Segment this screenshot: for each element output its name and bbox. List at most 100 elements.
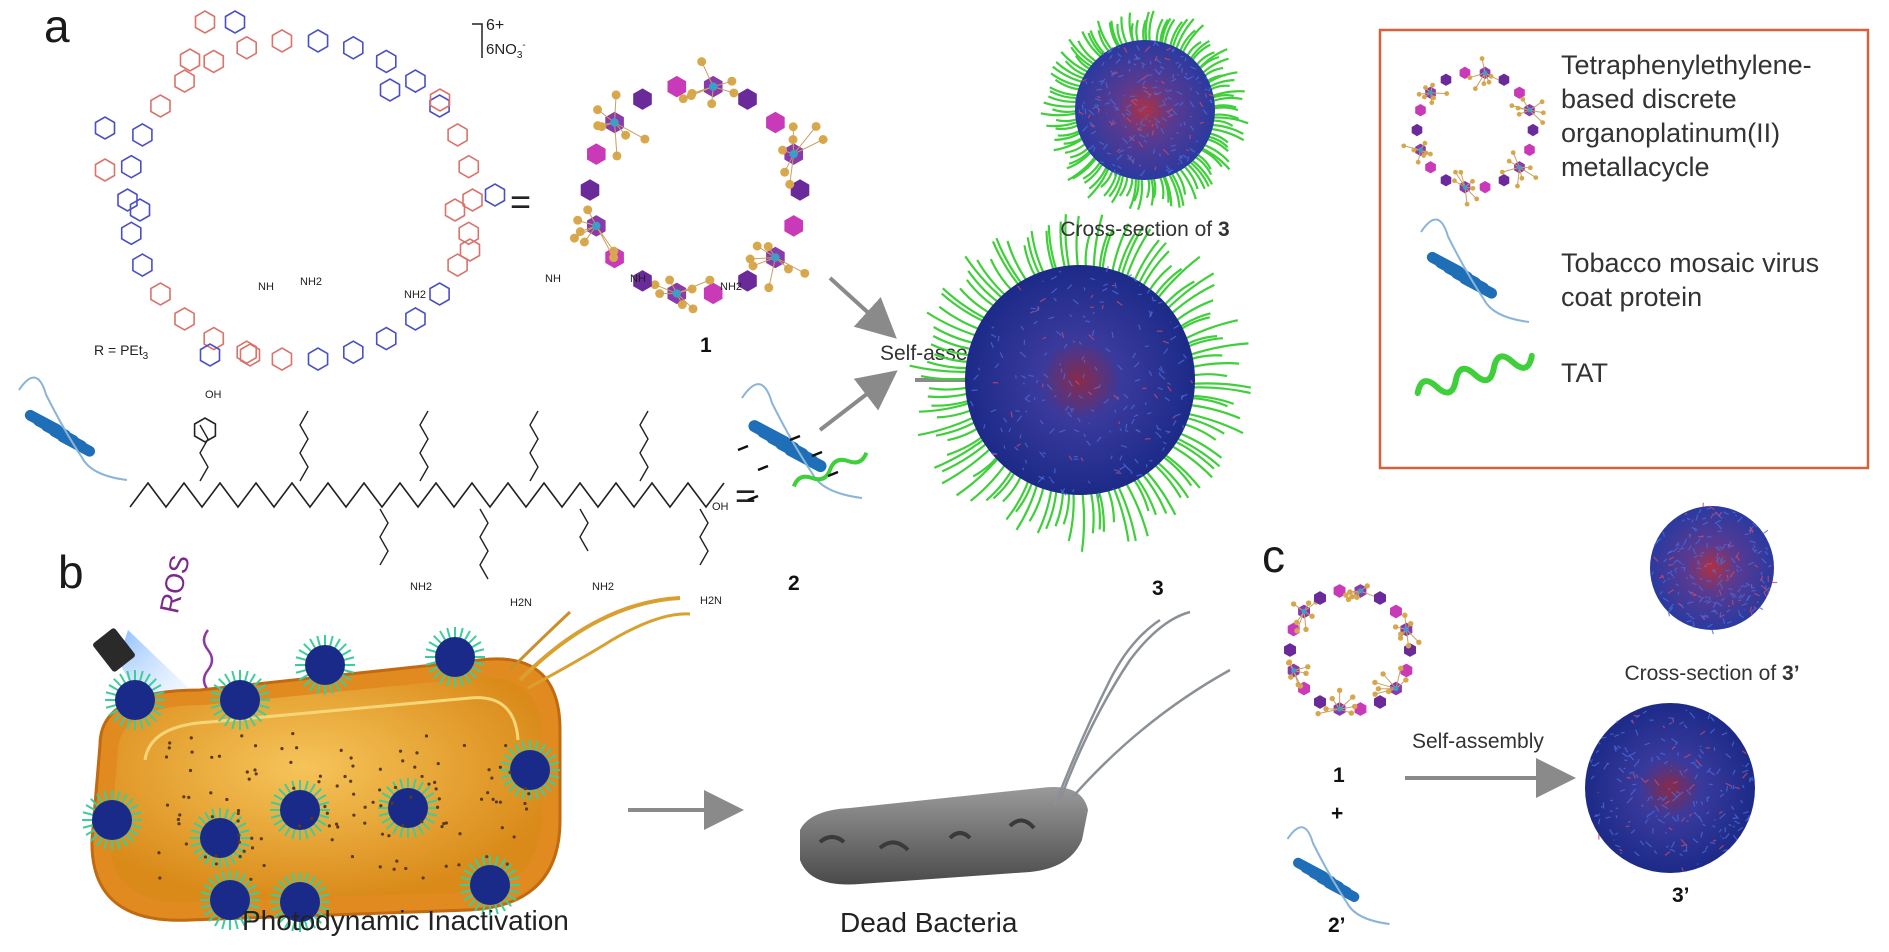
protein-strand — [1706, 599, 1709, 603]
bond-line — [1460, 172, 1466, 188]
cytoplasm-dot — [176, 817, 180, 822]
protein-strand — [1648, 810, 1655, 816]
protein-strand — [1133, 361, 1140, 368]
label-1: 1 — [700, 334, 712, 357]
bond-line — [1406, 629, 1420, 643]
benzene-ring — [120, 221, 142, 246]
protein-strand — [1050, 275, 1057, 280]
benzene-ring — [150, 282, 171, 306]
protein-strand — [1182, 154, 1188, 159]
protein-strand — [1119, 455, 1123, 461]
protein-strand — [1106, 152, 1112, 155]
protein-strand — [1694, 554, 1699, 559]
protein-strand — [1706, 543, 1708, 549]
protein-strand — [1737, 516, 1743, 523]
legend-protein-text: Tobacco mosaic virus coat protein — [1561, 248, 1827, 312]
protein-strand — [1019, 434, 1022, 439]
legend-protein-icon — [1420, 218, 1530, 323]
protein-strand — [1111, 72, 1117, 75]
protein-strand — [1171, 49, 1175, 53]
protein-strand — [1749, 777, 1751, 783]
protein-strand — [1740, 799, 1743, 804]
pt-bead — [1517, 165, 1522, 170]
protein-strand — [1210, 99, 1213, 103]
ring-hexagon — [1400, 663, 1413, 678]
protein-strand — [1603, 763, 1609, 770]
cytoplasm-dot — [323, 804, 327, 809]
protein-strand — [1702, 521, 1709, 526]
protein-strand — [1167, 385, 1172, 392]
cytoplasm-dot — [508, 770, 512, 774]
protein-strand — [1175, 61, 1180, 64]
pendant-phenyl — [129, 198, 151, 222]
protein-strand — [1139, 133, 1143, 137]
protein-strand — [1158, 70, 1163, 75]
cytoplasm-dot — [420, 820, 424, 824]
negative-charge-tick — [811, 450, 823, 458]
protein-strand — [1671, 791, 1678, 798]
protein-strand — [1731, 544, 1735, 547]
panel-letter-c: c — [1262, 530, 1285, 582]
protein-strand — [1148, 370, 1153, 376]
protein-strand — [1103, 283, 1109, 287]
pt-bead — [789, 149, 798, 159]
protein-strand — [1688, 544, 1692, 551]
protein-strand — [1656, 755, 1661, 761]
protein-strand — [1091, 330, 1095, 336]
protein-strand — [1672, 780, 1678, 784]
protein-strand — [1722, 849, 1728, 852]
protein-strand — [1082, 315, 1086, 319]
protein-strand — [1712, 601, 1717, 605]
protein-strand — [1105, 265, 1109, 273]
protein-strand — [1700, 801, 1704, 806]
phosphine-bead — [1428, 151, 1433, 157]
protein-strand — [1094, 97, 1101, 102]
protein-strand — [1142, 80, 1146, 86]
protein-strand — [1080, 457, 1084, 462]
cytoplasm-dot — [523, 786, 527, 791]
protein-strand — [1692, 621, 1695, 627]
protein-strand — [1683, 538, 1688, 546]
protein-strand — [1760, 584, 1767, 590]
protein-strand — [1674, 741, 1679, 746]
protein-strand — [1086, 440, 1091, 446]
protein-strand — [1143, 89, 1147, 93]
protein-strand — [1683, 768, 1689, 773]
micelle-core — [965, 265, 1195, 495]
protein-strand — [1151, 123, 1154, 127]
label-2: 2 — [788, 572, 800, 595]
r-definition: R = PEt3 — [94, 342, 149, 362]
ring-hexagon — [1498, 73, 1510, 86]
cytoplasm-dot — [490, 776, 494, 780]
protein-strand — [1164, 396, 1170, 402]
protein-strand — [1116, 148, 1121, 153]
protein-strand — [1627, 820, 1631, 824]
chem-group-label: NH — [545, 273, 561, 285]
protein-strand — [1616, 778, 1623, 783]
protein-strand — [1690, 591, 1697, 596]
ring-hexagon — [1425, 161, 1436, 174]
protein-strand — [1136, 45, 1140, 51]
protein-strand — [1143, 139, 1148, 143]
protein-strand — [1003, 417, 1008, 423]
protein-strand — [1119, 428, 1123, 432]
protein-strand — [1740, 593, 1746, 599]
protein-strand — [1706, 811, 1710, 815]
protein-strand — [1128, 136, 1135, 142]
protein-strand — [1705, 747, 1711, 749]
protein-strand — [1117, 364, 1123, 370]
protein-strand — [1016, 415, 1023, 422]
protein-strand — [1718, 810, 1723, 815]
loop-strand — [1286, 826, 1390, 925]
alpha-helix — [1459, 273, 1498, 299]
benzene-ring — [447, 122, 468, 147]
chem-group-label: NH2 — [592, 581, 614, 593]
protein-tat-cartoon-2 — [737, 383, 869, 502]
protein-strand — [1111, 331, 1114, 338]
protein-strand — [1165, 430, 1171, 433]
protein-strand — [1644, 819, 1648, 824]
benzene-ring — [342, 35, 364, 60]
protein-strand — [1160, 80, 1165, 84]
side-chain — [479, 508, 489, 580]
protein-strand — [1089, 121, 1096, 128]
